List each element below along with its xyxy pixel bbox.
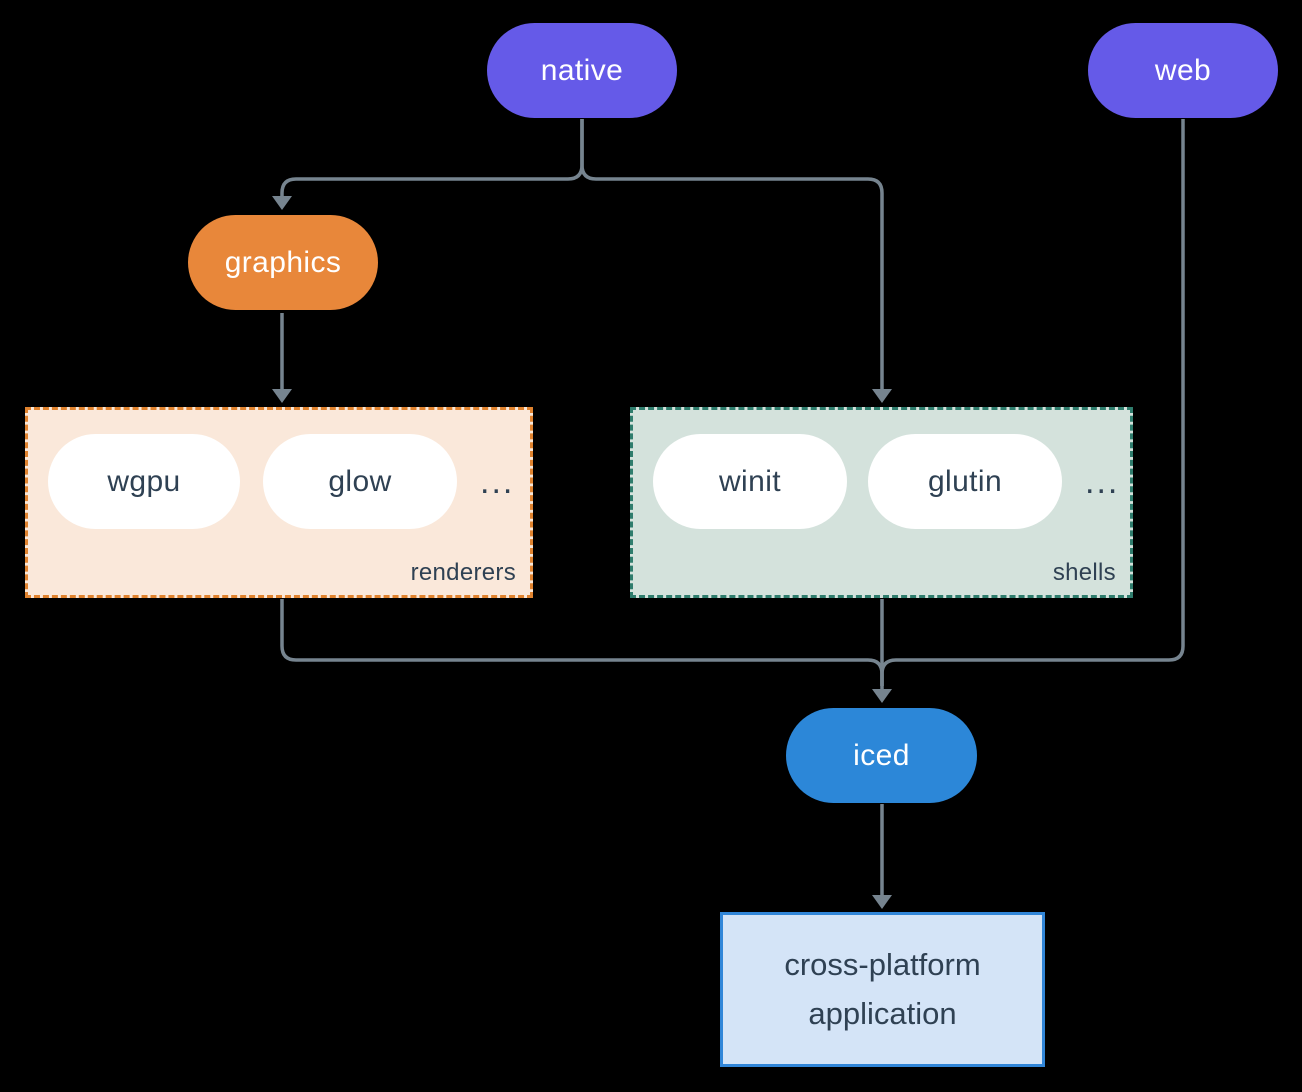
node-glow-label: glow bbox=[328, 464, 392, 498]
node-glow: glow bbox=[263, 434, 457, 529]
node-native: native bbox=[487, 23, 677, 118]
renderers-ellipsis: ... bbox=[480, 463, 515, 501]
arrowhead-shells bbox=[872, 389, 892, 403]
node-web: web bbox=[1088, 23, 1278, 118]
node-glutin-label: glutin bbox=[927, 464, 1003, 498]
group-renderers: wgpu glow ... renderers bbox=[25, 407, 533, 598]
renderers-group-label: renderers bbox=[410, 559, 516, 586]
node-wgpu: wgpu bbox=[48, 434, 240, 529]
node-cross-platform-application: cross-platform application bbox=[720, 912, 1045, 1067]
group-shells: winit glutin ... shells bbox=[630, 407, 1133, 598]
arrowhead-app bbox=[872, 895, 892, 909]
shells-group-label: shells bbox=[1052, 559, 1116, 586]
node-graphics-label: graphics bbox=[224, 245, 342, 279]
arrowhead-renderers bbox=[272, 389, 292, 403]
app-label-line2: application bbox=[808, 995, 957, 1031]
node-wgpu-label: wgpu bbox=[107, 464, 181, 498]
arrowhead-iced bbox=[872, 689, 892, 703]
node-native-label: native bbox=[540, 53, 624, 87]
node-winit-label: winit bbox=[718, 464, 781, 498]
node-glutin: glutin bbox=[868, 434, 1062, 529]
edge-native-shells bbox=[580, 119, 884, 390]
node-iced: iced bbox=[786, 708, 977, 803]
shells-ellipsis: ... bbox=[1085, 463, 1120, 501]
node-web-label: web bbox=[1154, 53, 1212, 87]
edge-web-iced bbox=[880, 119, 1185, 686]
arrowhead-graphics bbox=[272, 196, 292, 210]
edge-native-graphics bbox=[280, 119, 584, 197]
edge-renderers-iced bbox=[280, 599, 884, 686]
node-winit: winit bbox=[653, 434, 847, 529]
node-iced-label: iced bbox=[853, 738, 910, 772]
app-label-line1: cross-platform bbox=[784, 947, 981, 983]
node-graphics: graphics bbox=[188, 215, 378, 310]
